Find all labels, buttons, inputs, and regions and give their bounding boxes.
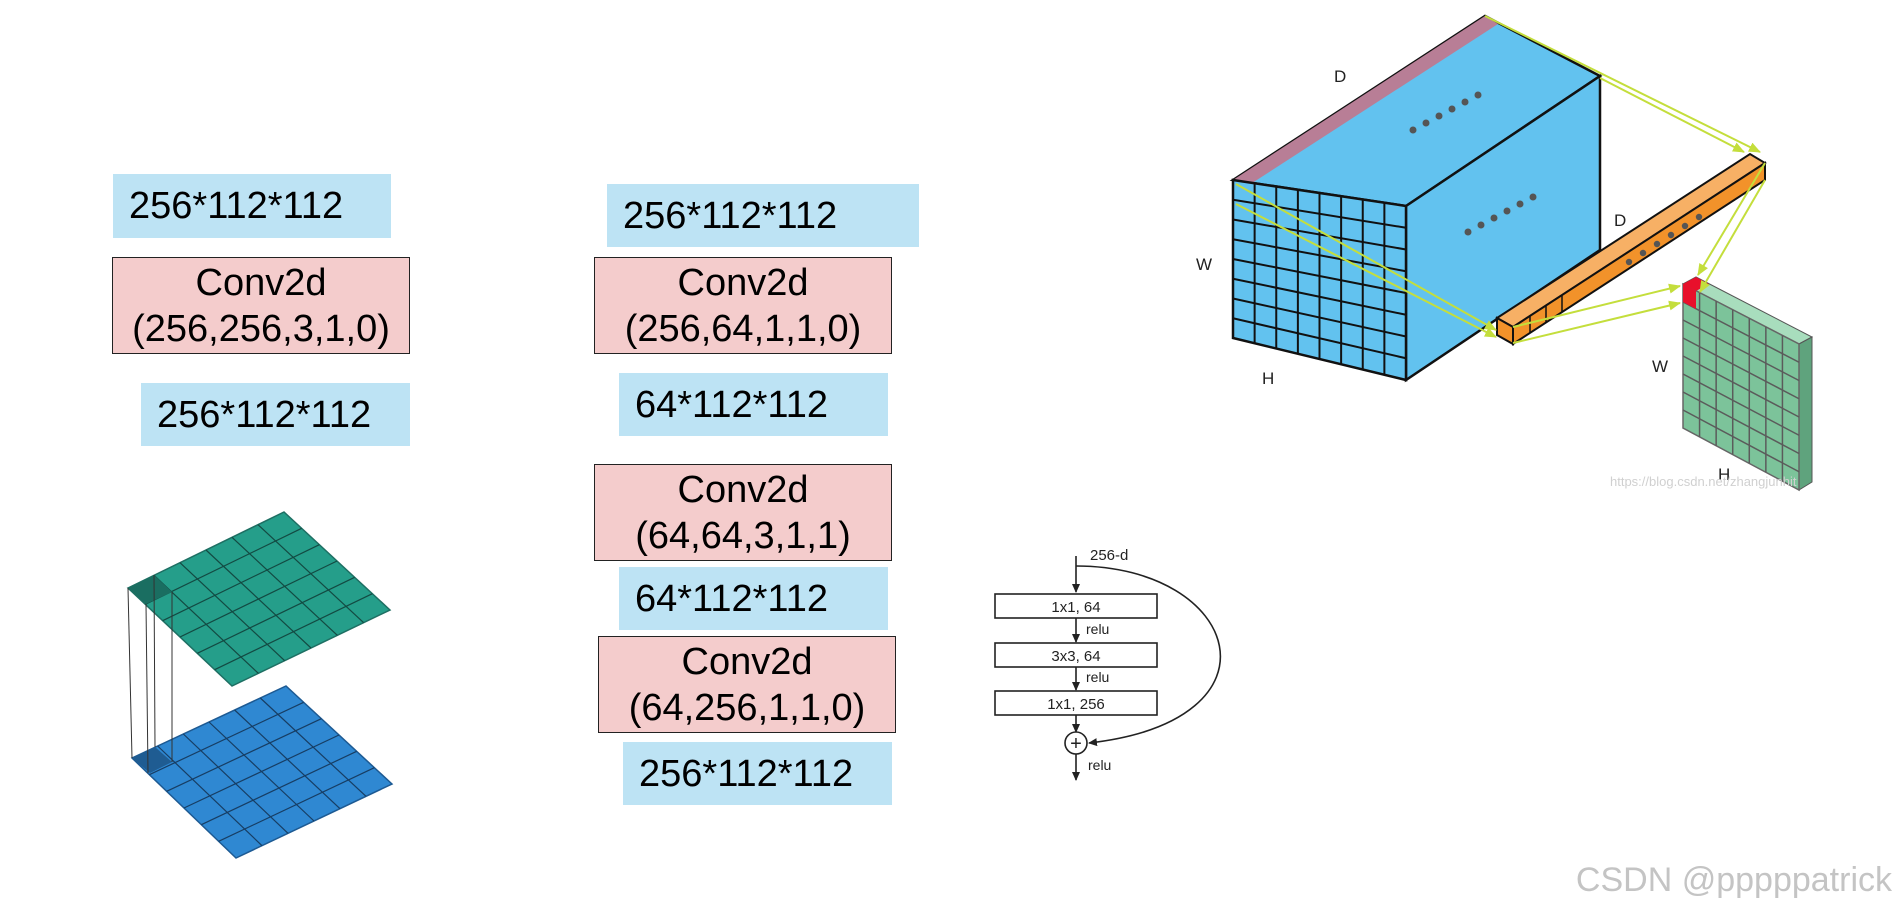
conv-illustration [126,511,394,859]
kernel-depth-label: D [1614,211,1626,230]
c2-mid2-size: 64*112*112 [619,567,888,630]
volume-mauve-strip [1233,16,1498,187]
grid-line [1232,238,1407,273]
c2-output-size: 256*112*112 [623,742,892,805]
relu-label-3: relu [1088,757,1111,773]
grid-line [179,560,338,638]
bottleneck-layer-1 [994,593,1158,619]
projection-arrows [1235,15,1766,344]
svg-text:1x1, 64: 1x1, 64 [1051,599,1100,616]
grid-line [1682,355,1800,418]
c1-input-size: 256*112*112 [113,174,391,238]
c2-conv1-params: (256,64,1,1,0) [624,307,862,350]
c1-conv-block: Conv2d (256,256,3,1,0) [112,257,410,354]
grid-line [1682,319,1800,382]
c2-conv3-block: Conv2d (64,256,1,1,0) [598,636,896,733]
grid-line [201,750,357,826]
grid-line [1682,301,1800,363]
kernel-dots [1625,213,1703,266]
volume-height-label: H [1262,369,1274,388]
grid-line [1232,198,1407,229]
grid-line [1232,277,1407,316]
source-watermark: https://blog.csdn.net/zhangjunhit [1610,474,1797,489]
input-grid-window [132,747,172,773]
grid-line [214,593,373,671]
grid-line [1682,337,1800,400]
bottleneck-input-label: 256-d [1090,547,1128,564]
grid-line [1232,218,1407,251]
pointwise-conv-figure: D W H D W H [1196,14,1814,492]
kernel-segment-lines [1529,295,1563,333]
c2-conv1-name: Conv2d [677,261,809,304]
grid-line [1232,317,1407,360]
relu-label-2: relu [1086,669,1109,685]
grid-line [218,767,375,842]
svg-text:1x1, 256: 1x1, 256 [1047,696,1105,713]
bottleneck-layer-2 [994,642,1158,668]
output-map-grid [1682,292,1800,482]
grid-line [162,544,320,622]
bottleneck-layer-3 [994,690,1158,716]
volume-width-label: W [1196,255,1212,274]
grid-line [1232,297,1407,338]
grid-line [149,701,304,776]
grid-line [183,734,340,809]
c2-conv3-params: (64,256,1,1,0) [628,686,866,729]
c2-conv2-block: Conv2d (64,64,3,1,1) [594,464,892,561]
grid-line [1232,258,1407,294]
c1-conv-params: (256,256,3,1,0) [132,307,390,350]
c2-input-size: 256*112*112 [607,184,919,247]
c2-mid1-size: 64*112*112 [619,373,888,436]
output-width-label: W [1652,357,1668,376]
volume-front-grid [1232,183,1407,375]
output-grid-lines [145,524,373,674]
grid-line [166,718,322,792]
projection-lines [127,574,173,774]
c2-conv2-name: Conv2d [677,468,809,511]
output-map-side [1798,336,1813,491]
volume-depth-label: D [1334,67,1346,86]
relu-label-1: relu [1086,621,1109,637]
skip-connection [1075,565,1221,747]
grid-line [1682,391,1800,455]
svg-text:+: + [1070,733,1082,755]
csdn-watermark: CSDN @pppppatrick [1575,861,1892,899]
c2-conv2-params: (64,64,3,1,1) [635,514,851,557]
grid-line [197,576,355,654]
volume-depth-dots [1409,91,1537,236]
grid-line [1682,373,1800,436]
c1-output-size: 256*112*112 [141,383,410,446]
c2-conv1-block: Conv2d (256,64,1,1,0) [594,257,892,354]
output-height-label: H [1718,465,1730,484]
output-red-cell [1683,284,1696,309]
output-grid-corner-cell [128,575,172,604]
input-grid-lines [149,697,375,847]
c1-conv-name: Conv2d [195,261,327,304]
svg-text:3x3, 64: 3x3, 64 [1051,648,1100,665]
c2-conv3-name: Conv2d [681,640,813,683]
grid-line [1682,409,1800,473]
bottleneck-block-diagram: 256-d 1x1, 64 relu 3x3, 64 relu 1x1, 256… [994,547,1221,781]
